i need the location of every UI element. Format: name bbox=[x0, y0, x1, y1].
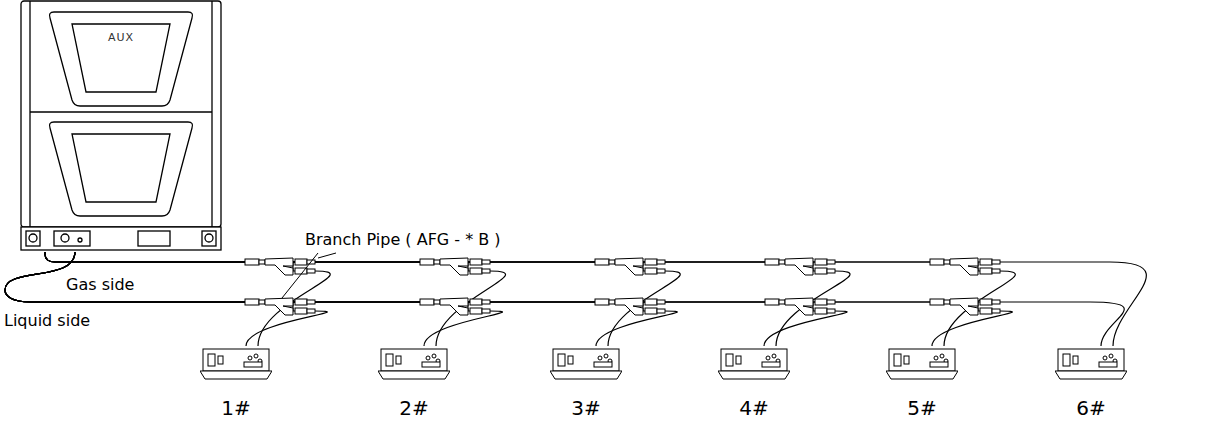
indoor-unit-drawing bbox=[1055, 346, 1127, 382]
gas-pipe bbox=[45, 252, 850, 346]
indoor-unit-drawing bbox=[200, 346, 272, 382]
liquid-pipe bbox=[5, 252, 847, 346]
gas-pipe bbox=[45, 252, 1146, 346]
brand-logo: AUX bbox=[20, 31, 222, 44]
indoor-unit-drawing bbox=[378, 346, 450, 382]
unit-number: 4# bbox=[718, 396, 790, 420]
refrigerant-pipe bbox=[5, 252, 330, 346]
gas-pipe bbox=[45, 252, 680, 346]
gas-pipe bbox=[45, 252, 330, 346]
indoor-unit-drawing bbox=[718, 346, 790, 382]
refrigerant-pipe bbox=[5, 252, 1146, 346]
indoor-unit-drawing bbox=[886, 346, 958, 382]
liquid-pipe bbox=[5, 252, 677, 346]
indoor-unit: 5# bbox=[886, 346, 958, 426]
indoor-unit: 6# bbox=[1055, 346, 1127, 426]
refrigerant-pipe bbox=[5, 252, 506, 346]
indoor-unit: 4# bbox=[718, 346, 790, 426]
gas-pipe bbox=[45, 252, 1015, 346]
indoor-unit-drawing bbox=[550, 346, 622, 382]
unit-number: 2# bbox=[378, 396, 450, 420]
refrigerant-pipe bbox=[5, 252, 680, 346]
indoor-unit: 1# bbox=[200, 346, 272, 426]
refrigerant-pipe bbox=[5, 252, 1015, 346]
branch-pipe-label: Branch Pipe ( AFG - * B ) bbox=[303, 230, 503, 249]
gas-side-label: Gas side bbox=[64, 275, 136, 294]
branch-pipe-fittings bbox=[245, 258, 1000, 315]
outdoor-unit: AUX bbox=[20, 0, 222, 252]
liquid-pipe bbox=[5, 252, 1012, 346]
refrigerant-pipe bbox=[5, 252, 850, 346]
leader-lines bbox=[282, 253, 336, 298]
unit-number: 5# bbox=[886, 396, 958, 420]
liquid-pipe bbox=[5, 252, 327, 346]
liquid-side-label: Liquid side bbox=[2, 311, 92, 330]
indoor-unit: 2# bbox=[378, 346, 450, 426]
unit-number: 3# bbox=[550, 396, 622, 420]
liquid-pipe bbox=[5, 252, 503, 346]
indoor-unit: 3# bbox=[550, 346, 622, 426]
unit-number: 6# bbox=[1055, 396, 1127, 420]
unit-number: 1# bbox=[200, 396, 272, 420]
liquid-pipe bbox=[5, 252, 1124, 346]
